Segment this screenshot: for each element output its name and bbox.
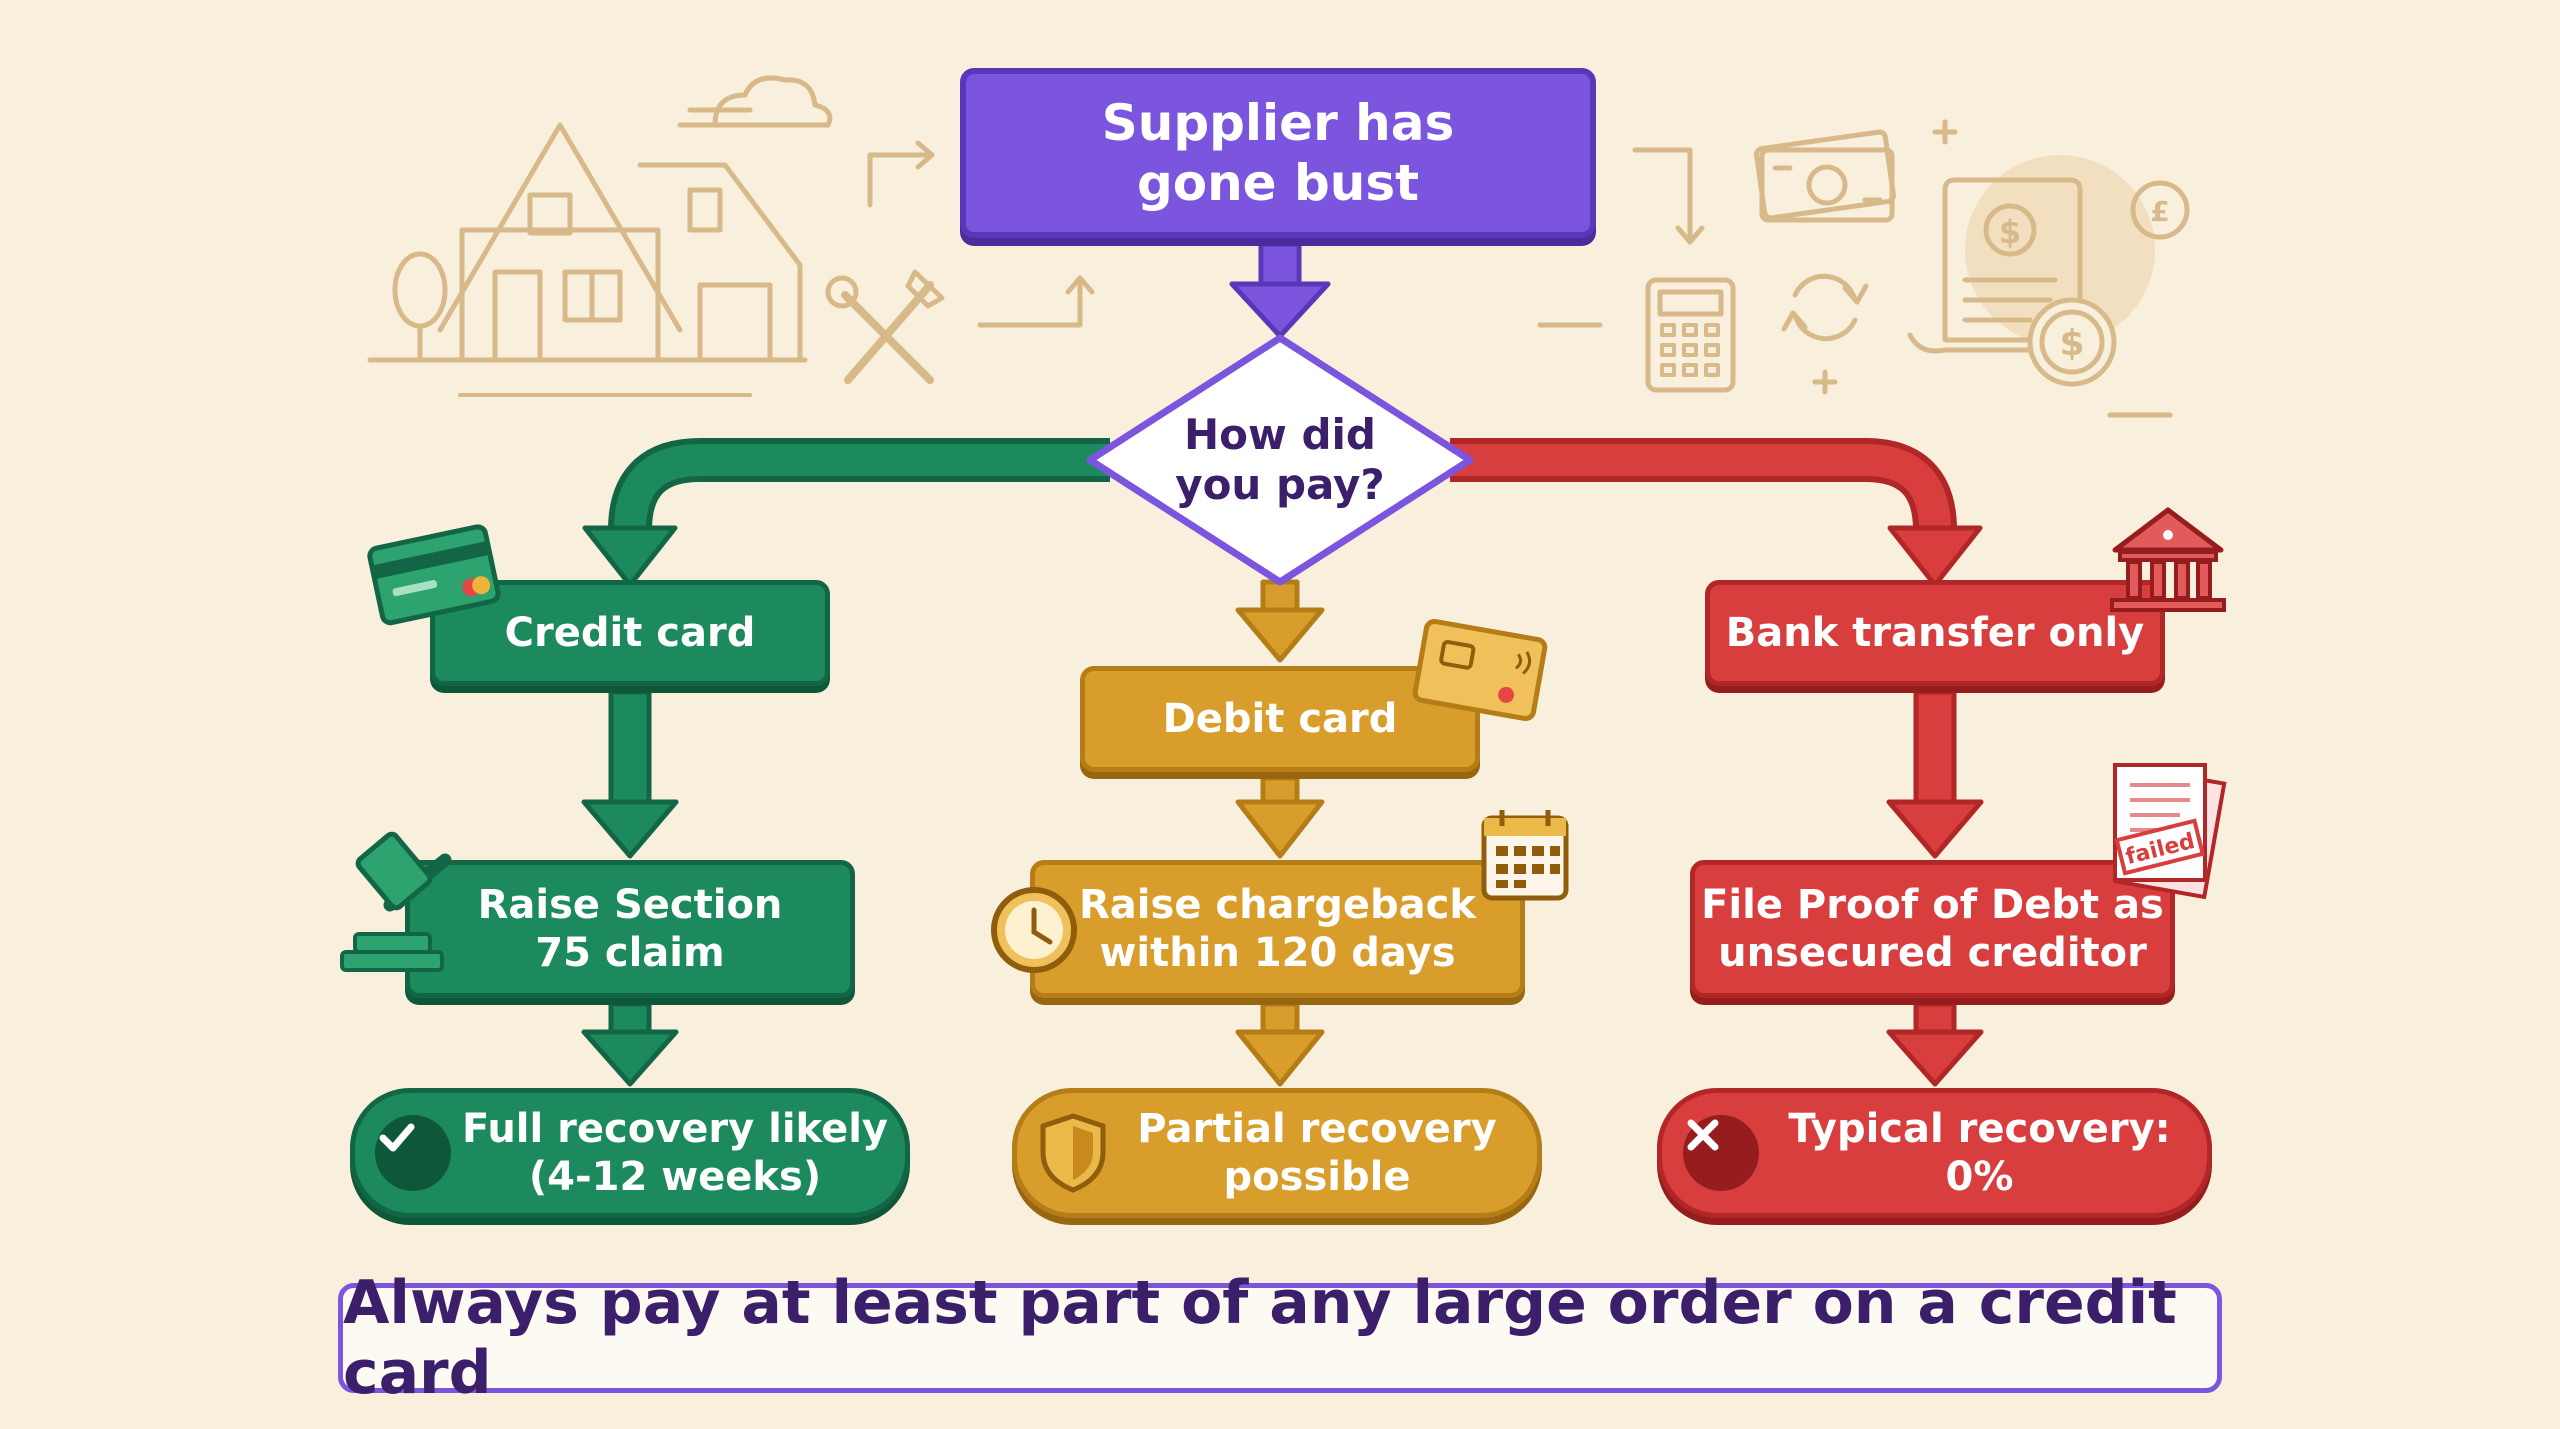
flow-arrows-right: [1537, 119, 1958, 395]
debit-card-node: Debit card: [1080, 666, 1480, 772]
credit-card-icon: [367, 524, 501, 626]
svg-text:£: £: [2150, 195, 2169, 228]
section-75-label: Raise Section 75 claim: [477, 882, 783, 976]
footer-banner: Always pay at least part of any large or…: [338, 1268, 2222, 1408]
partial-recovery-label: Partial recovery possible: [1137, 1106, 1497, 1200]
chargeback-label: Raise chargeback within 120 days: [1079, 882, 1476, 976]
debit-card-icon: [1412, 618, 1548, 722]
start-label: Supplier has gone bust: [1101, 94, 1455, 212]
document-icon: failed: [2113, 763, 2227, 900]
bank-icon: [2110, 507, 2226, 612]
check-icon: [375, 1115, 451, 1191]
credit-card-label: Credit card: [504, 610, 756, 656]
chargeback-node: Raise chargeback within 120 days: [1030, 860, 1525, 998]
dollar-coin-icon: [2027, 297, 2117, 387]
clock-icon: [991, 887, 1077, 973]
no-recovery-result: Typical recovery: 0%: [1657, 1088, 2212, 1218]
flow-arrows-left: [867, 140, 1095, 328]
full-recovery-label: Full recovery likely (4-12 weeks): [462, 1106, 888, 1200]
decision-diamond: [1086, 334, 1474, 586]
svg-text:$: $: [1999, 213, 2021, 251]
svg-text:$: $: [2059, 323, 2084, 364]
arrow-s75-to-result: [581, 1001, 679, 1087]
start-node: Supplier has gone bust: [960, 68, 1596, 238]
banknote-icon: [1754, 129, 1896, 223]
bank-transfer-node: Bank transfer only: [1705, 580, 2165, 686]
calculator-icon: [1645, 277, 1736, 393]
arrowhead-credit: [582, 525, 678, 588]
shield-icon: [1035, 1112, 1111, 1193]
bank-transfer-label: Bank transfer only: [1725, 610, 2145, 656]
arrow-start-to-decision: [1229, 241, 1331, 339]
arrow-debit-to-chargeback: [1235, 775, 1325, 859]
arrow-chargeback-to-result: [1235, 1001, 1325, 1087]
decision-label: How did you pay?: [1175, 409, 1385, 509]
section-75-node: Raise Section 75 claim: [405, 860, 855, 998]
partial-recovery-result: Partial recovery possible: [1012, 1088, 1542, 1218]
arrow-bank-to-proof: [1886, 689, 1984, 859]
footer-text: Always pay at least part of any large or…: [343, 1268, 2177, 1408]
house-icon: [367, 122, 808, 397]
proof-of-debt-label: File Proof of Debt as unsecured creditor: [1701, 882, 2164, 976]
tools-icon: [825, 269, 945, 384]
cross-icon: [1683, 1115, 1759, 1191]
pound-coin-icon: [2130, 180, 2190, 240]
arrowhead-bank: [1887, 525, 1983, 588]
no-recovery-label: Typical recovery: 0%: [1788, 1106, 2171, 1200]
debit-card-label: Debit card: [1162, 696, 1398, 742]
refresh-icon: [1781, 273, 1869, 342]
proof-of-debt-node: File Proof of Debt as unsecured creditor: [1690, 860, 2175, 998]
cloud-icon: [677, 75, 833, 128]
calendar-icon: [1481, 810, 1569, 901]
arrow-proof-to-result: [1886, 1001, 1984, 1087]
gavel-icon: [340, 831, 452, 972]
arrow-credit-to-s75: [581, 689, 679, 859]
